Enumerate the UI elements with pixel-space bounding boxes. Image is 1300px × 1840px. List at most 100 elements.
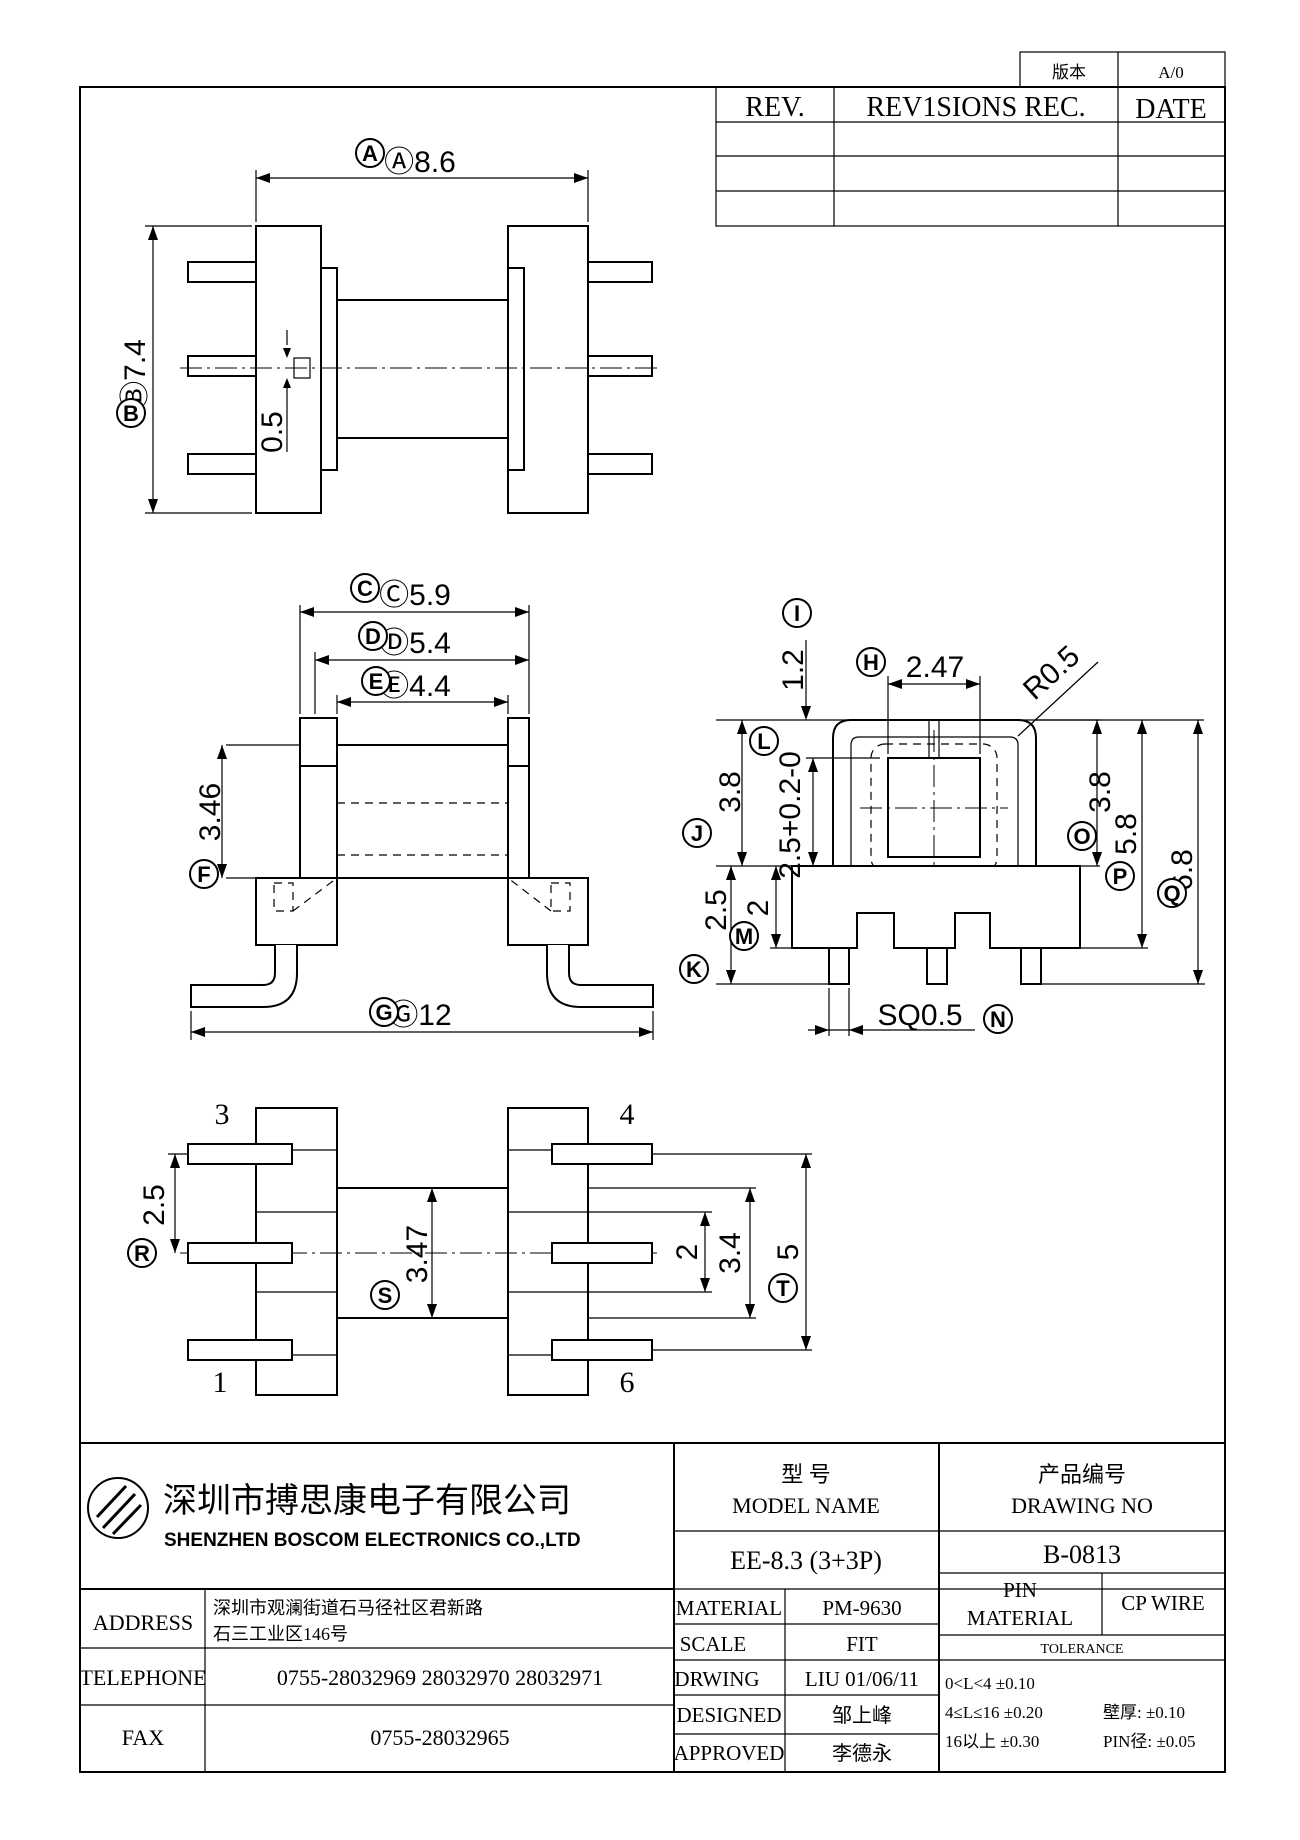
- dim-r25: 2.5: [138, 1184, 171, 1226]
- address-line-1: 深圳市观澜街道石马径社区君新路: [213, 1598, 483, 1618]
- dim-a: Ⓐ8.6: [384, 146, 456, 179]
- tolerance-label: TOLERANCE: [1041, 1642, 1124, 1657]
- front-view: Ⓒ5.9 Ⓓ5.4 Ⓔ4.4 3.46 Ⓖ12: [190, 579, 654, 1040]
- model-value: EE-8.3 (3+3P): [730, 1546, 882, 1575]
- material-label: MATERIAL: [676, 1596, 782, 1620]
- company-name-cn: 深圳市搏思康电子有限公司: [163, 1482, 571, 1520]
- svg-text:H: H: [863, 650, 879, 675]
- scale-label: SCALE: [680, 1632, 747, 1656]
- material-value: PM-9630: [822, 1596, 901, 1620]
- designed-value: 邹上峰: [832, 1704, 892, 1727]
- dim-c: Ⓒ5.9: [379, 579, 451, 612]
- svg-text:D: D: [365, 624, 381, 649]
- dim-f: 3.46: [194, 783, 227, 841]
- tolerance-row-3: 16以上 ±0.30: [945, 1732, 1039, 1751]
- svg-text:O: O: [1073, 824, 1090, 849]
- scale-value: FIT: [846, 1632, 878, 1656]
- svg-text:C: C: [357, 576, 373, 601]
- sheet-border: [79, 86, 1226, 1773]
- svg-text:N: N: [990, 1007, 1006, 1032]
- dim-t5: 5: [772, 1244, 805, 1261]
- dim-k: 2.5: [700, 889, 733, 931]
- pin-diameter-tolerance: PIN径: ±0.05: [1103, 1732, 1195, 1751]
- tolerance-row-1: 0<L<4 ±0.10: [945, 1674, 1035, 1693]
- company-logo-icon: [87, 1477, 149, 1539]
- circle-label-k: K: [679, 954, 709, 984]
- rev-header: REV.: [745, 92, 804, 123]
- svg-text:K: K: [686, 957, 702, 982]
- circle-label-h: H: [856, 647, 886, 677]
- circle-label-c: C: [350, 573, 380, 603]
- circle-label-s: S: [370, 1280, 400, 1310]
- circle-label-o: O: [1067, 821, 1097, 851]
- dim-e: Ⓔ4.4: [379, 670, 451, 703]
- svg-text:R: R: [134, 1241, 150, 1266]
- dim-s: 3.47: [401, 1225, 434, 1283]
- svg-text:E: E: [369, 669, 384, 694]
- circle-label-p: P: [1105, 861, 1135, 891]
- drawing-label-en: DRAWING NO: [1011, 1493, 1153, 1518]
- svg-text:P: P: [1113, 864, 1128, 889]
- version-box: 版本 A/0: [1019, 51, 1226, 88]
- fax-value: 0755-28032965: [370, 1725, 509, 1750]
- drawing-label-cn: 产品编号: [1038, 1462, 1126, 1487]
- approved-value: 李德永: [832, 1742, 892, 1765]
- circle-label-f: F: [189, 859, 219, 889]
- circle-label-l: L: [749, 726, 779, 756]
- date-header: DATE: [1135, 94, 1207, 125]
- designed-label: DESIGNED: [677, 1703, 782, 1727]
- circle-label-b: B: [116, 398, 146, 428]
- approved-label: APPROVED: [674, 1741, 785, 1765]
- pin-material-value: CP WIRE: [1121, 1591, 1204, 1615]
- dim-d: Ⓓ5.4: [379, 627, 451, 660]
- dim-t34: 3.4: [714, 1232, 747, 1274]
- circle-labels: A B C D E F G I H L J O P Q K M N R S T: [116, 138, 1187, 1310]
- dim-n: SQ0.5: [877, 999, 962, 1032]
- dim-l: 2.5+0.2-0: [774, 751, 807, 879]
- dim-h: 2.47: [906, 651, 964, 684]
- drawing-number: B-0813: [1043, 1540, 1121, 1569]
- pin-1-label: 1: [213, 1366, 228, 1399]
- dim-05: 0.5: [256, 411, 289, 453]
- svg-text:G: G: [375, 1000, 392, 1025]
- dim-i: 1.2: [777, 649, 810, 691]
- fax-label: FAX: [122, 1725, 164, 1750]
- version-value: A/0: [1158, 63, 1184, 82]
- svg-text:B: B: [123, 401, 139, 426]
- wall-thickness-tolerance: 壁厚: ±0.10: [1103, 1703, 1185, 1722]
- address-label: ADDRESS: [93, 1610, 193, 1635]
- circle-label-a: A: [355, 138, 385, 168]
- circle-label-g: G: [369, 997, 399, 1027]
- dim-m: 2: [742, 900, 775, 917]
- dim-r: R0.5: [1017, 639, 1086, 706]
- company-name-en: SHENZHEN BOSCOM ELECTRONICS CO.,LTD: [164, 1530, 581, 1551]
- telephone-label: TELEPHONE: [79, 1665, 206, 1690]
- svg-text:I: I: [794, 601, 800, 626]
- telephone-value: 0755-28032969 28032970 28032971: [277, 1665, 603, 1690]
- svg-text:L: L: [757, 729, 770, 754]
- title-block: 深圳市搏思康电子有限公司 SHENZHEN BOSCOM ELECTRONICS…: [79, 1442, 1225, 1772]
- circle-label-i: I: [782, 598, 812, 628]
- circle-label-r: R: [127, 1238, 157, 1268]
- bottom-view: 3 4 1 6 2.5 3.47 2 3.4 5: [138, 1098, 812, 1399]
- dim-t2: 2: [671, 1244, 704, 1261]
- svg-text:Q: Q: [1163, 881, 1180, 906]
- svg-text:S: S: [378, 1283, 393, 1308]
- pin-6-label: 6: [620, 1366, 635, 1399]
- pin-material-label-2: MATERIAL: [967, 1606, 1073, 1630]
- tolerance-row-2: 4≤L≤16 ±0.20: [945, 1703, 1043, 1722]
- pin-4-label: 4: [620, 1098, 635, 1131]
- model-label-en: MODEL NAME: [732, 1493, 880, 1518]
- circle-label-e: E: [361, 666, 391, 696]
- circle-label-j: J: [682, 818, 712, 848]
- pin-3-label: 3: [215, 1098, 230, 1131]
- model-label-cn: 型 号: [781, 1462, 831, 1487]
- svg-text:T: T: [776, 1276, 790, 1301]
- version-label: 版本: [1052, 63, 1086, 82]
- drwing-label: DRWING: [674, 1667, 759, 1691]
- revisions-table: REV. REV1SIONS REC. DATE: [715, 86, 1226, 227]
- drwing-value: LIU 01/06/11: [805, 1667, 919, 1691]
- svg-text:J: J: [691, 821, 703, 846]
- circle-label-n: N: [983, 1004, 1013, 1034]
- dim-j: 3.8: [714, 771, 747, 813]
